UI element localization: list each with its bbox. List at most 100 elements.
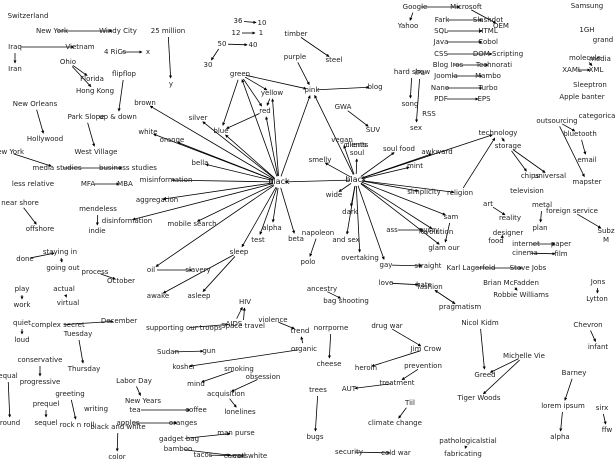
graph-node-4rics: 4 RiCs (104, 48, 126, 56)
graph-node-iraq: Iraq (8, 43, 22, 51)
graph-node-brown: brown (134, 99, 156, 107)
graph-edge (63, 319, 114, 326)
graph-node-color: color (108, 453, 125, 461)
graph-edge (280, 95, 311, 177)
graph-node-cinema: cinema (512, 249, 538, 257)
graph-node-hiv: HIV (239, 298, 251, 306)
graph-node-universal: universal (534, 172, 566, 180)
graph-node-ipa: iPa (415, 69, 425, 77)
graph-node-mint: mint (407, 162, 423, 170)
graph-edge (360, 183, 440, 245)
graph-node-thursday: Thursday (67, 365, 101, 373)
graph-node-misinformation: misinformation (140, 176, 193, 184)
graph-edge (464, 445, 468, 449)
graph-edge (205, 163, 274, 181)
graph-edge (391, 328, 422, 347)
graph-edge (230, 379, 258, 392)
graph-edge (87, 122, 96, 147)
graph-node-polo: polo (301, 258, 316, 266)
graph-edge (471, 9, 497, 24)
graph-node-oem: OEM (493, 22, 509, 30)
graph-node-red: red (259, 107, 270, 115)
graph-node-loneliness: lonelines (224, 408, 256, 416)
graph-node-ancestry: ancestry (307, 285, 337, 293)
graph-node-florida: Florida (80, 75, 104, 83)
graph-edge (271, 98, 279, 177)
graph-node-carrots: carrots (224, 452, 249, 460)
graph-edge (245, 74, 307, 90)
graph-node-laborday: Labor Day (116, 377, 152, 385)
graph-node-aut: AUT (342, 385, 357, 393)
graph-edge (155, 185, 275, 267)
graph-edge (242, 307, 246, 321)
graph-edge (225, 134, 275, 179)
graph-node-applebanter: Apple banter (559, 93, 604, 101)
graph-node-sirx: sirx (596, 404, 608, 412)
graph-edge (117, 79, 124, 112)
graph-node-black2: black (345, 175, 367, 184)
graph-edge (71, 66, 92, 87)
graph-node-sex: sex (410, 124, 422, 132)
graph-node-pdf: PDF (434, 95, 448, 103)
graph-node-manpurse: man purse (217, 429, 254, 437)
graph-node-hate: hate (416, 281, 432, 289)
graph-node-n40: 40 (249, 41, 258, 49)
graph-node-greeting: greeting (55, 390, 84, 398)
graph-edge (177, 141, 274, 181)
graph-node-tuesday: Tuesday (63, 330, 92, 338)
graph-edge (327, 291, 342, 299)
graph-edge (357, 185, 385, 260)
graph-node-process: process (82, 268, 109, 276)
graph-node-microsoft: Microsoft (450, 3, 482, 11)
graph-node-round: round (0, 419, 20, 427)
graph-edge (210, 48, 220, 61)
graph-node-hardshow: hard show (394, 68, 431, 76)
graph-node-cheese: cheese (317, 360, 342, 368)
graph-edge (196, 184, 274, 222)
graph-edge (78, 339, 85, 364)
graph-node-sleeptron: Sleeptron (573, 81, 607, 89)
graph-edge (280, 187, 296, 234)
graph-node-foreignservice: foreign service (546, 207, 598, 215)
graph-node-media: media (589, 55, 611, 63)
graph-node-sleep: sleep (230, 248, 249, 256)
graph-node-blue: blue (213, 127, 228, 135)
graph-node-pussy: pussy (419, 226, 439, 234)
graph-node-sam: sam (444, 213, 459, 221)
graph-edge (324, 162, 351, 178)
graph-edge (401, 368, 419, 381)
graph-node-obsession: obsession (246, 373, 281, 381)
graph-node-prequel: prequel (33, 400, 60, 408)
graph-edge (149, 105, 275, 180)
graph-node-overtaking: overtaking (341, 254, 379, 262)
graph-node-gay: gay (380, 261, 393, 269)
graph-node-n30: 30 (204, 61, 213, 69)
graph-node-technology: technology (479, 129, 518, 137)
graph-edge (243, 78, 262, 107)
graph-edge (511, 150, 527, 172)
graph-node-indie: indie (88, 227, 105, 235)
graph-node-orange: orange (160, 136, 185, 144)
graph-node-n36: 36 (234, 17, 243, 25)
graph-node-writing: writing (84, 405, 108, 413)
graph-node-gadgetbag: gadget bag (159, 435, 199, 443)
graph-node-aids: AIDS (226, 320, 243, 328)
graph-node-awkward: awkward (421, 148, 452, 156)
graph-node-evolution: evolution (421, 228, 454, 236)
graph-node-parisslope: Park Slope (68, 113, 105, 121)
graph-edge (354, 383, 392, 390)
graph-edge (343, 145, 355, 175)
graph-edge (225, 113, 260, 129)
graph-edge (576, 213, 602, 229)
graph-node-greed: Greed (474, 371, 495, 379)
graph-edge (162, 182, 274, 201)
graph-edge (361, 134, 493, 179)
graph-node-businessstudies: business studies (99, 164, 157, 172)
graph-node-westvillage: West Village (75, 148, 118, 156)
graph-node-iran: Iran (8, 65, 22, 73)
graph-node-rocknroll: rock n roll (60, 421, 95, 429)
graph-node-food: food (488, 237, 503, 245)
graph-edge (64, 294, 68, 298)
graph-node-categorical: categorical (579, 112, 615, 120)
